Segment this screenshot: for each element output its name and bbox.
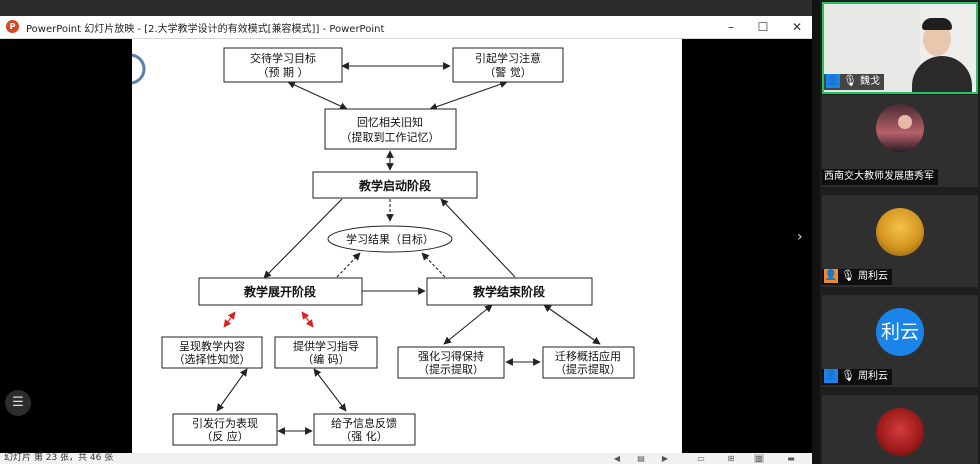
label-behavior-1: 引发行为表现 <box>192 416 258 430</box>
slideshow-view-icon[interactable]: ▬ <box>787 454 795 463</box>
label-goal-2: （预 期 ） <box>258 66 309 79</box>
participant-name: 西南交大教师发展唐秀军 <box>824 171 934 182</box>
participant-name: 魏戈 <box>860 76 880 87</box>
flowchart-diagram: 交待学习目标 （预 期 ） 引起学习注意 （警 觉） 回忆相关旧知 （提取到工作… <box>132 47 635 446</box>
label-end-phase: 教学结束阶段 <box>472 284 546 299</box>
muted-microphone-icon: 🎙 <box>841 269 855 282</box>
slide: 交待学习目标 （预 期 ） 引起学习注意 （警 觉） 回忆相关旧知 （提取到工作… <box>132 39 682 453</box>
label-present-1: 呈现教学内容 <box>179 339 245 353</box>
box-present <box>161 336 263 369</box>
box-goal <box>223 47 343 83</box>
participant-tile-4[interactable]: 利云 👤🎙周利云 <box>822 295 978 387</box>
prev-slide-icon[interactable]: ◀ <box>613 454 621 463</box>
participant-tile-1[interactable]: 👤🎙魏戈 <box>822 2 978 94</box>
box-end-phase <box>426 277 593 306</box>
label-outcome: 学习结果（目标） <box>346 232 434 246</box>
participant-name: 周利云 <box>858 271 888 282</box>
label-feedback-2: （强 化） <box>340 429 388 443</box>
label-attention-1: 引起学习注意 <box>475 51 541 65</box>
avatar <box>876 208 924 256</box>
chevron-right-icon[interactable]: › <box>797 229 803 245</box>
box-transfer <box>542 346 635 379</box>
person-icon: 👤 <box>826 74 840 88</box>
box-feedback <box>313 413 416 446</box>
label-retain-2: （提示提取） <box>418 363 484 376</box>
label-attention-2: （警 觉） <box>484 65 532 79</box>
slide-grid-icon[interactable]: ▤ <box>637 454 645 463</box>
close-button[interactable]: ✕ <box>791 20 803 34</box>
box-start-phase <box>312 171 478 199</box>
title-bar <box>0 16 812 39</box>
person-icon: 👤 <box>824 269 838 283</box>
minimize-button[interactable]: – <box>728 20 734 34</box>
avatar <box>876 408 924 456</box>
label-guide-1: 提供学习指导 <box>293 339 359 353</box>
label-transfer-1: 迁移概括应用 <box>555 349 621 363</box>
label-feedback-1: 给予信息反馈 <box>331 416 397 430</box>
box-develop-phase <box>198 277 363 306</box>
participant-tile-3[interactable]: 👤🎙周利云 <box>822 195 978 287</box>
label-start-phase: 教学启动阶段 <box>358 178 432 193</box>
box-recall <box>324 108 457 150</box>
label-guide-2: （编 码） <box>302 352 350 366</box>
box-guide <box>274 336 378 369</box>
microphone-icon: 🎙 <box>843 74 857 87</box>
label-recall-1: 回忆相关旧知 <box>357 115 423 129</box>
box-outcome <box>327 225 453 253</box>
sorter-view-icon[interactable]: ⊞ <box>727 454 735 463</box>
maximize-button[interactable]: ☐ <box>757 20 769 34</box>
label-transfer-2: （提示提取） <box>555 363 621 376</box>
scrollbar[interactable] <box>812 0 820 464</box>
muted-microphone-icon: 🎙 <box>841 369 855 382</box>
label-behavior-2: （反 应） <box>201 429 249 443</box>
label-recall-2: （提取到工作记忆） <box>341 131 440 144</box>
status-bar <box>0 453 812 464</box>
participant-tile-2[interactable]: 西南交大教师发展唐秀军 <box>822 95 978 187</box>
powerpoint-logo-icon: P <box>6 20 19 33</box>
window-title: PowerPoint 幻灯片放映 - [2.大学教学设计的有效模式[兼容模式]]… <box>26 24 385 35</box>
box-retain <box>397 346 505 379</box>
menu-icon[interactable]: ☰ <box>5 390 31 416</box>
avatar-initials: 利云 <box>876 308 924 356</box>
normal-view-icon[interactable]: ▭ <box>697 454 705 463</box>
label-goal-1: 交待学习目标 <box>250 51 316 65</box>
label-retain-1: 强化习得保持 <box>418 349 484 363</box>
next-slide-icon[interactable]: ▶ <box>661 454 669 463</box>
avatar <box>876 104 924 152</box>
person-icon: 👤 <box>824 369 838 383</box>
reading-view-icon[interactable]: ▥ <box>754 454 764 463</box>
box-behavior <box>172 413 278 446</box>
participant-name: 周利云 <box>858 371 888 382</box>
label-present-2: （选择性知觉） <box>174 352 251 366</box>
box-attention <box>452 47 564 83</box>
slide-counter: 幻灯片 第 23 张，共 46 张 <box>4 453 114 463</box>
label-develop-phase: 教学展开阶段 <box>243 284 317 299</box>
top-strip <box>0 0 812 16</box>
participant-tile-5[interactable] <box>822 395 978 464</box>
seal-logo-icon <box>132 53 146 85</box>
